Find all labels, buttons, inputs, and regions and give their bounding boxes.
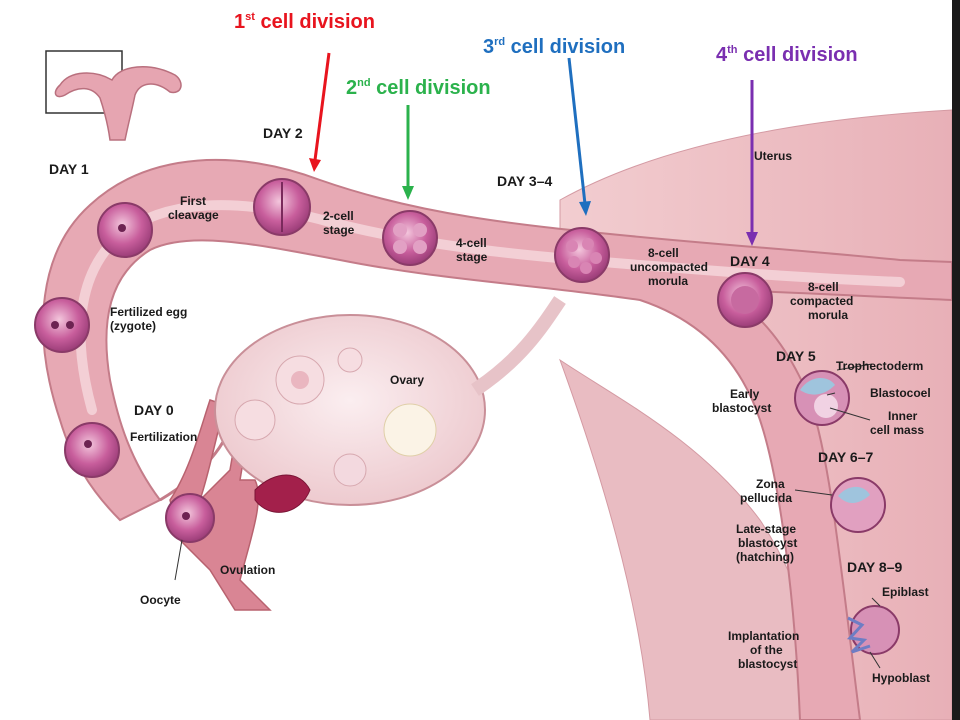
zygote-cell	[34, 297, 90, 353]
arrow-first-division	[309, 52, 331, 172]
early-blastocyst	[794, 370, 850, 426]
callout-first-division: 1st cell division	[234, 11, 375, 33]
inset-uterus-icon	[54, 66, 182, 141]
follicle	[333, 453, 367, 487]
eight-cell-compacted-morula	[717, 272, 773, 328]
callout-fourth-division: 4th cell division	[716, 44, 858, 66]
fertilization-label: Fertilization	[130, 430, 197, 444]
hypoblast-label: Hypoblast	[872, 671, 930, 685]
ovary	[214, 314, 486, 506]
leader-line	[794, 489, 833, 496]
two-cell-embryo	[253, 178, 311, 236]
day-3-4-label: DAY 3–4	[497, 173, 552, 189]
follicle	[234, 399, 276, 441]
callout-third-division: 3rd cell division	[483, 36, 625, 58]
tube-lumen	[75, 200, 905, 415]
leader-line	[871, 597, 881, 607]
ruptured-follicle	[254, 474, 311, 513]
follicle	[337, 347, 363, 373]
four-cell-embryo	[382, 210, 438, 266]
arrow-fourth-division	[746, 80, 758, 246]
frame-edge	[952, 0, 960, 720]
callout-second-division: 2nd cell division	[346, 77, 491, 99]
fertilized-egg-label: Fertilized egg(zygote)	[110, 305, 187, 333]
ovary-label: Ovary	[390, 373, 424, 387]
blastocoel-label: Blastocoel	[870, 386, 931, 400]
ovarian-ligament	[471, 296, 566, 396]
leader-line	[829, 407, 871, 421]
arrow-second-division	[402, 105, 414, 200]
day-8-9-label: DAY 8–9	[847, 559, 902, 575]
day-2-label: DAY 2	[263, 125, 303, 141]
corpus-luteum	[383, 403, 437, 457]
late-blastocyst	[830, 477, 886, 533]
trophectoderm-label: Trophectoderm	[836, 359, 923, 373]
oocyte-cell	[165, 493, 215, 543]
leader-line	[836, 363, 873, 371]
fertilization-cell	[64, 422, 120, 478]
day-5-label: DAY 5	[776, 348, 816, 364]
epiblast-label: Epiblast	[882, 585, 929, 599]
day-4-label: DAY 4	[730, 253, 770, 269]
ovulation-label: Ovulation	[220, 563, 275, 577]
follicle-core	[291, 371, 309, 389]
day-6-7-label: DAY 6–7	[818, 449, 873, 465]
leader-line	[869, 651, 881, 669]
first-cleavage-cell	[97, 202, 153, 258]
oocyte-label: Oocyte	[140, 593, 181, 607]
implanting-blastocyst	[846, 605, 900, 655]
eight-cell-uncompacted-morula	[554, 227, 610, 283]
leader-line	[826, 392, 836, 396]
arrow-third-division	[567, 57, 591, 216]
uterus-label: Uterus	[754, 149, 792, 163]
leader-line	[174, 539, 183, 581]
day-0-label: DAY 0	[134, 402, 174, 418]
day-1-label: DAY 1	[49, 161, 89, 177]
